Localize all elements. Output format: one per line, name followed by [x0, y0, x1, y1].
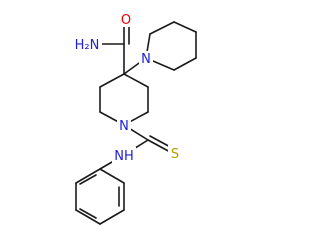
atom-s1: S [171, 147, 179, 162]
bond-ph-3 [99, 209, 125, 225]
bond-ph-4 [75, 209, 101, 225]
bond-ring-1 [99, 73, 125, 88]
atom-n3: N [119, 119, 129, 134]
atom-o1: O [121, 13, 131, 28]
bond-pip-2 [149, 21, 175, 35]
bond-ph-inner-2 [79, 208, 97, 219]
bond-pip-3 [173, 21, 197, 33]
bond-ring-6 [123, 73, 149, 88]
bond-ph-1 [99, 168, 125, 184]
atom-n4: NH [114, 149, 134, 164]
bond-pip-5 [173, 57, 197, 71]
atom-n1: H₂N [75, 38, 100, 53]
atom-labels: O H₂N N N NH S [74, 11, 182, 164]
bond-ph-6 [75, 168, 101, 184]
chemical-structure: O H₂N N N NH S [74, 11, 197, 225]
bond-ph-inner-3 [79, 174, 97, 185]
atom-n2: N [141, 52, 151, 67]
